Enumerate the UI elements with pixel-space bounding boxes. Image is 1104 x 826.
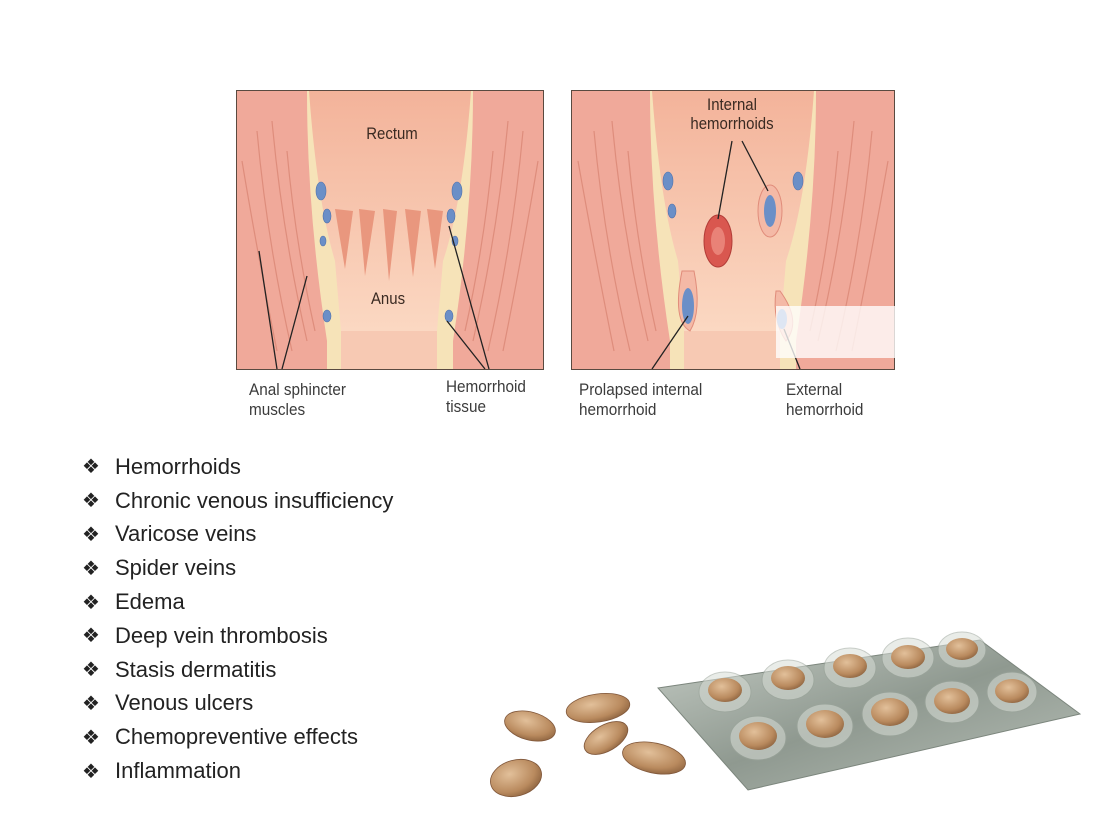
external-caption: External hemorrhoid	[786, 380, 863, 420]
hemorrhoids-anatomy-panel: Internal hemorrhoids	[571, 90, 895, 370]
tablets-illustration	[490, 631, 1082, 798]
list-item: ❖ Inflammation	[82, 754, 393, 788]
watermark	[776, 306, 914, 358]
list-item-text: Inflammation	[115, 758, 241, 784]
prolapsed-caption-line-2: hemorrhoid	[579, 400, 657, 419]
external-caption-line-2: hemorrhoid	[786, 400, 864, 419]
bullet-diamond-icon: ❖	[82, 760, 100, 783]
hemorrhoid-tissue-caption: Hemorrhoid tissue	[446, 377, 526, 417]
bullet-diamond-icon: ❖	[82, 490, 100, 513]
tablets-blister-pack-image	[480, 630, 1090, 810]
list-item: ❖ Chronic venous insufficiency	[82, 484, 393, 518]
bullet-diamond-icon: ❖	[82, 523, 100, 546]
list-item-text: Edema	[115, 589, 185, 615]
list-item: ❖ Deep vein thrombosis	[82, 619, 393, 653]
rectum-label: Rectum	[366, 124, 418, 143]
normal-anatomy-illustration	[237, 91, 543, 369]
internal-label-line-2: hemorrhoids	[690, 114, 774, 133]
bullet-diamond-icon: ❖	[82, 625, 100, 648]
sphincter-caption-line-1: Anal sphincter	[249, 380, 346, 399]
list-item-text: Venous ulcers	[115, 690, 254, 716]
list-item-text: Varicose veins	[115, 521, 257, 547]
bullet-diamond-icon: ❖	[82, 659, 100, 682]
tissue-caption-line-2: tissue	[446, 397, 486, 416]
list-item: ❖ Stasis dermatitis	[82, 653, 393, 687]
list-item: ❖ Edema	[82, 585, 393, 619]
bullet-diamond-icon: ❖	[82, 557, 100, 580]
list-item: ❖ Chemopreventive effects	[82, 720, 393, 754]
list-item-text: Stasis dermatitis	[115, 656, 277, 682]
bullet-diamond-icon: ❖	[82, 692, 100, 715]
internal-hemorrhoids-label: Internal hemorrhoids	[679, 95, 785, 133]
list-item: ❖ Venous ulcers	[82, 687, 393, 721]
internal-label-line-1: Internal	[707, 95, 757, 114]
conditions-list: ❖ Hemorrhoids ❖ Chronic venous insufficien…	[82, 450, 393, 788]
sphincter-caption-line-2: muscles	[249, 400, 306, 419]
list-item-text: Chronic venous insufficiency	[115, 487, 394, 513]
prolapsed-caption-line-1: Prolapsed internal	[579, 380, 703, 399]
list-item-text: Spider veins	[115, 555, 237, 581]
bullet-diamond-icon: ❖	[82, 591, 100, 614]
list-item: ❖ Spider veins	[82, 551, 393, 585]
tissue-caption-line-1: Hemorrhoid	[446, 377, 526, 396]
list-item-text: Deep vein thrombosis	[115, 622, 328, 648]
hemorrhoids-anatomy-illustration	[572, 91, 894, 369]
prolapsed-caption: Prolapsed internal hemorrhoid	[579, 380, 702, 420]
sphincter-caption: Anal sphincter muscles	[249, 380, 346, 420]
list-item: ❖ Varicose veins	[82, 518, 393, 552]
bullet-diamond-icon: ❖	[82, 456, 100, 479]
list-item-text: Chemopreventive effects	[115, 724, 358, 750]
bullet-diamond-icon: ❖	[82, 726, 100, 749]
external-caption-line-1: External	[786, 380, 843, 399]
anus-label: Anus	[370, 289, 406, 308]
normal-anatomy-panel: Rectum Anus	[236, 90, 544, 370]
list-item-text: Hemorrhoids	[115, 453, 241, 479]
list-item: ❖ Hemorrhoids	[82, 450, 393, 484]
